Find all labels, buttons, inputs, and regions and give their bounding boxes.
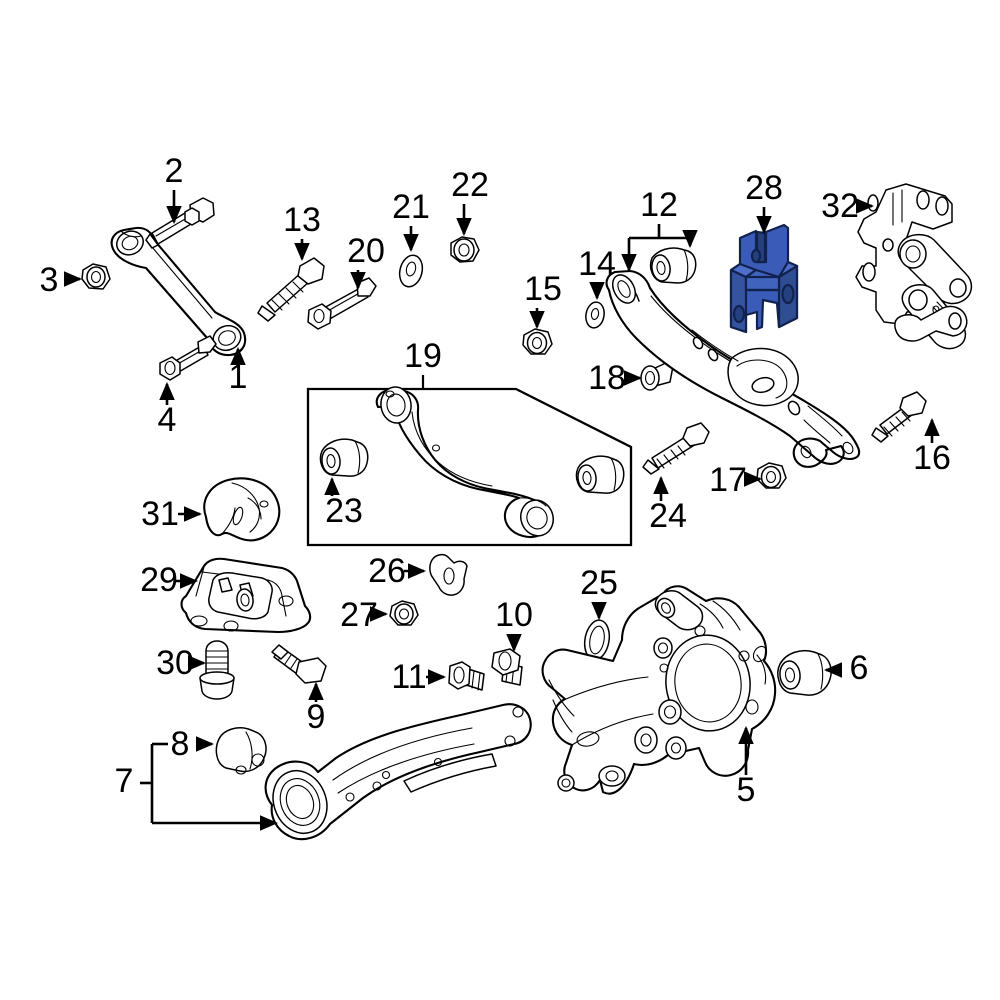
part-11-stud-bolt (448, 661, 485, 691)
callout-3: 3 (40, 261, 59, 299)
callout-numbers: 1 2 3 4 5 6 7 8 9 10 11 12 13 14 15 16 1… (40, 152, 951, 809)
callout-2: 2 (165, 152, 184, 190)
callout-13: 13 (283, 201, 321, 239)
part-9-bolt (271, 644, 327, 684)
callout-26: 26 (368, 552, 406, 590)
part-28-stabilizer-bar-bracket (729, 223, 799, 334)
callout-29: 29 (140, 561, 178, 599)
part-13-long-flange-bolt (257, 257, 325, 322)
part-2-flange-bolt (145, 197, 215, 249)
part-27-flange-nut (389, 600, 419, 626)
part-31-bump-stop (203, 477, 281, 542)
part-32-parking-brake-bracket (855, 183, 973, 350)
callout-19: 19 (404, 337, 442, 375)
part-14-washer (585, 301, 605, 329)
part-23-control-arm-bushing (319, 438, 369, 477)
part-22-nut (450, 236, 480, 263)
part-16-long-bolt (871, 391, 927, 443)
part-1-lateral-link (110, 226, 247, 357)
part-7-trailing-arm (264, 703, 532, 841)
callout-7: 7 (115, 762, 134, 800)
callout-21: 21 (392, 188, 430, 226)
callout-32: 32 (821, 187, 859, 225)
callout-23: 23 (325, 492, 363, 530)
part-24-long-flange-bolt (642, 422, 710, 475)
callout-20: 20 (347, 232, 385, 270)
callout-28: 28 (745, 169, 783, 207)
callout-27: 27 (340, 596, 378, 634)
callout-10: 10 (495, 596, 533, 634)
part-12-rear-bushing (649, 247, 697, 284)
callout-24: 24 (649, 497, 687, 535)
callout-30: 30 (156, 644, 194, 682)
part-18-shoulder-bolt (640, 361, 674, 391)
lower-control-arm (605, 269, 861, 468)
callout-8: 8 (171, 725, 190, 763)
part-30-stud-screw (199, 640, 235, 700)
callout-31: 31 (141, 495, 179, 533)
part-21-washer (398, 254, 424, 288)
part-4-flange-bolt (159, 335, 217, 381)
callout-9: 9 (307, 698, 326, 736)
part-6-knuckle-bushing (777, 649, 832, 696)
part-3-flange-nut (81, 263, 111, 290)
part-15-flange-nut (522, 328, 553, 355)
assembly-box-19 (306, 375, 633, 547)
part-17-flange-nut (756, 462, 787, 489)
callout-leaders (63, 190, 940, 831)
callout-15: 15 (524, 270, 562, 308)
callout-12: 12 (640, 186, 678, 224)
callout-22: 22 (451, 166, 489, 204)
part-10-short-bolt (491, 648, 523, 686)
callout-25: 25 (580, 564, 618, 602)
part-19-upper-control-arm (375, 386, 554, 539)
callout-14: 14 (578, 245, 616, 283)
part-26-bracket-plate (429, 553, 468, 596)
callout-11: 11 (391, 658, 426, 696)
callout-5: 5 (737, 771, 756, 809)
callout-1: 1 (229, 358, 248, 396)
part-20-flange-bolt (307, 277, 377, 330)
callout-18: 18 (588, 359, 626, 397)
part-29-suspension-mount-bracket (180, 557, 312, 634)
part-5-rear-knuckle (541, 585, 777, 795)
callout-6: 6 (850, 649, 869, 687)
part-8-trailing-arm-bushing (215, 727, 267, 775)
callout-4: 4 (158, 401, 177, 439)
callout-16: 16 (913, 439, 951, 477)
callout-17: 17 (709, 461, 747, 499)
part-19-right-bushing (575, 455, 625, 494)
